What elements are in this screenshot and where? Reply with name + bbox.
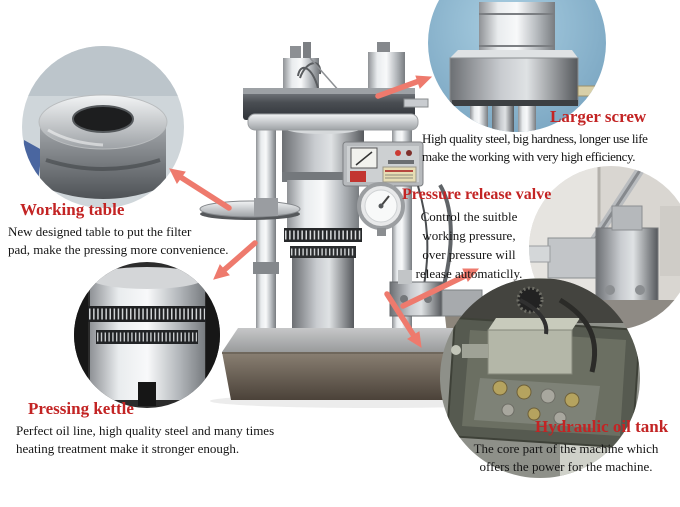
screw-block — [449, 57, 579, 105]
hydraulic-oil-tank-title: Hydraulic oil tank — [535, 417, 669, 436]
table-center-hole — [73, 106, 133, 132]
column-clamp — [253, 262, 279, 274]
machine-control-box — [342, 141, 424, 187]
pressure-release-valve-description: Control the suitble working pressure, ov… — [390, 207, 548, 283]
pressing-kettle-desc-line-1: Perfect oil line, high quality steel and… — [16, 423, 275, 438]
machine-pressure-gauge — [357, 182, 405, 236]
indicator-light-red — [395, 150, 401, 156]
pressing-kettle-title: Pressing kettle — [28, 399, 134, 418]
oil-pump-block — [487, 329, 573, 375]
pressure-release-valve-title: Pressure release valve — [402, 186, 552, 203]
larger-screw-title: Larger screw — [550, 107, 647, 126]
oil-hose — [558, 297, 598, 373]
working-table-description: New designed table to put the filter pad… — [8, 223, 229, 259]
hydraulic-oil-tank-description: The core part of the machine which offer… — [455, 440, 677, 476]
arrow-to-hydraulic-oil-tank — [384, 291, 422, 348]
pressure-release-valve-desc-line-3: over pressure will — [422, 247, 516, 262]
hydraulic-oil-tank-photo — [440, 278, 640, 478]
working-table-photo — [22, 46, 184, 208]
pressing-kettle-description: Perfect oil line, high quality steel and… — [16, 422, 274, 458]
arrow-to-pressing-kettle — [213, 240, 258, 280]
larger-screw-photo — [428, 0, 606, 132]
pressing-kettle-desc-line-2: heating treatment make it stronger enoug… — [16, 441, 240, 456]
hydraulic-hose — [438, 183, 453, 286]
indicator-light — [406, 150, 412, 156]
working-table-desc-line-2: pad, make the pressing more convenience. — [8, 242, 229, 257]
machine-left-column — [256, 118, 276, 336]
blue-part — [22, 140, 42, 198]
working-table-desc-line-1: New designed table to put the filter — [8, 224, 192, 239]
larger-screw-desc-line-2: make the working with very high efficien… — [422, 149, 636, 164]
hydraulic-oil-tank-desc-line-2: offers the power for the machine. — [479, 459, 653, 474]
pressing-kettle-photo — [74, 262, 220, 408]
arrow-to-larger-screw — [375, 75, 433, 99]
machine-top-assembly — [243, 42, 429, 131]
larger-screw-description: High quality steel, big hardness, longer… — [422, 130, 648, 166]
machine-cable — [297, 62, 322, 89]
screw-cylinder — [479, 2, 555, 58]
arrow-to-working-table — [169, 168, 232, 211]
working-table-title: Working table — [20, 200, 125, 219]
hydraulic-oil-tank-desc-line-1: The core part of the machine which — [473, 441, 659, 456]
pressure-release-valve-desc-line-2: working pressure, — [422, 228, 516, 243]
arrow-to-pressure-release-valve — [400, 268, 480, 309]
pressure-release-valve-desc-line-4: release automaticlly. — [415, 266, 523, 281]
larger-screw-desc-line-1: High quality steel, big hardness, longer… — [422, 131, 648, 146]
pressure-release-valve-desc-line-1: Control the suitble — [420, 209, 518, 224]
machine-side-pin — [403, 98, 429, 108]
red-sticker — [350, 171, 366, 182]
